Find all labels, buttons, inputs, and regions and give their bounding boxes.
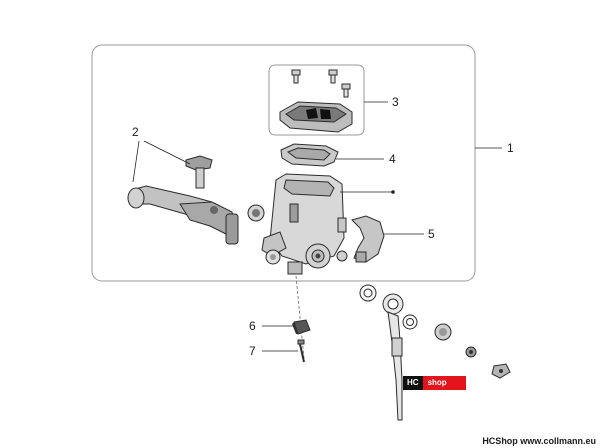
callout-2: 2: [132, 125, 139, 139]
hose-kit: [359, 284, 511, 421]
handlebar-clamp: [351, 215, 385, 263]
assembly-frame: [91, 44, 476, 282]
dashed-guide: [295, 275, 305, 359]
callout-7: 7: [249, 344, 256, 358]
pin: [297, 339, 305, 363]
small-bushing: [292, 319, 311, 335]
hc-shop-logo: HC shop: [403, 376, 466, 390]
footer-credit: HCShop www.collmann.eu: [482, 436, 596, 446]
pivot-bolt: [185, 155, 213, 189]
reservoir-cover: [279, 101, 353, 133]
callout-6: 6: [249, 319, 256, 333]
callout-1: 1: [507, 141, 514, 155]
callout-3: 3: [392, 95, 399, 109]
screws-subframe: [268, 64, 365, 136]
hc-logo-left: HC: [403, 376, 423, 390]
callout-4: 4: [389, 152, 396, 166]
leader-lines: [132, 101, 502, 352]
brake-lever: [127, 185, 265, 245]
hc-logo-right: shop: [422, 376, 466, 390]
callout-5: 5: [428, 227, 435, 241]
diaphragm: [280, 143, 339, 167]
master-cylinder-body: [261, 173, 348, 275]
cover-screws: [291, 69, 351, 98]
